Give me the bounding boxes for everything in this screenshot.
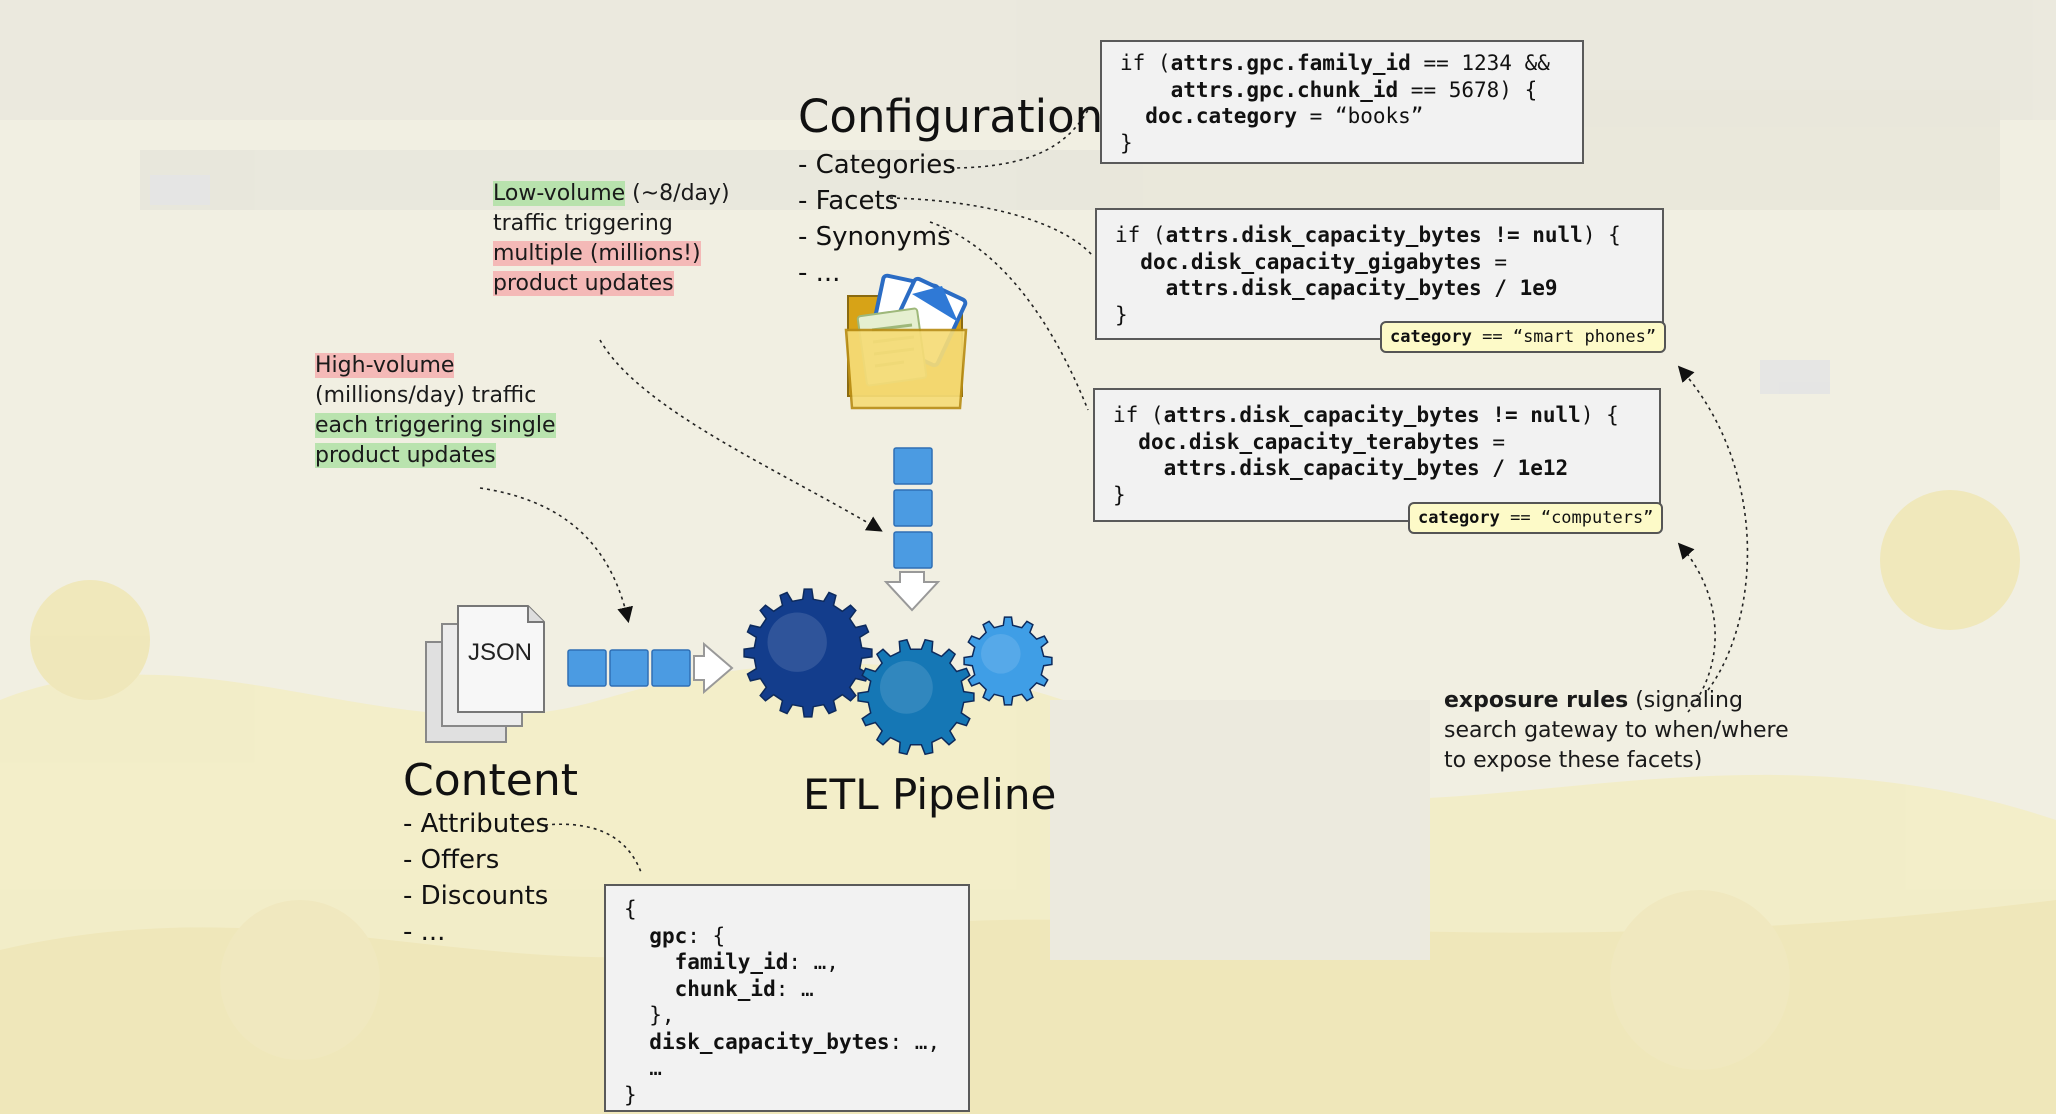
content-title: Content [403, 755, 578, 806]
flow-arrow-icon [883, 447, 941, 612]
low-volume-note: Low-volume (~8/day) traffic triggering m… [493, 179, 730, 299]
exposure-rules-line1: (signaling [1628, 688, 1743, 713]
exposure-rules-note: exposure rules (signaling search gateway… [1444, 686, 1789, 776]
high-volume-line3: each triggering single [315, 413, 556, 438]
exposure-tag-smart-phones: category == “smart phones” [1380, 321, 1667, 353]
json-document-icon: JSON [425, 605, 545, 743]
configuration-list: Categories Facets Synonyms ... [798, 147, 956, 291]
folder-icon [844, 273, 968, 410]
content-item-discounts: Discounts [403, 878, 549, 914]
configuration-item-more: ... [798, 255, 956, 291]
content-item-more: ... [403, 914, 549, 950]
low-volume-line4: product updates [493, 271, 674, 296]
high-volume-note: High-volume (millions/day) traffic each … [315, 351, 556, 471]
gear-icon-small-shine [981, 634, 1021, 674]
code-json-content: { gpc: { family_id: …, chunk_id: … }, di… [604, 884, 970, 1112]
pipeline-gears [743, 588, 1053, 756]
content-item-attributes: Attributes [403, 806, 549, 842]
flow-arrow-icon [567, 641, 734, 695]
gear-icon-medium-shine [880, 661, 933, 714]
code-terabytes-facet: if (attrs.disk_capacity_bytes != null) {… [1093, 388, 1661, 522]
high-volume-line2: (millions/day) traffic [315, 383, 537, 408]
low-volume-line2: traffic triggering [493, 211, 673, 236]
exposure-rules-line2: search gateway to when/where [1444, 718, 1789, 743]
high-volume-highlight: High-volume [315, 353, 455, 378]
exposure-tag-computers: category == “computers” [1408, 502, 1664, 534]
content-list: Attributes Offers Discounts ... [403, 806, 549, 950]
code-category-rule: if (attrs.gpc.family_id == 1234 && attrs… [1100, 40, 1584, 164]
json-icon-label: JSON [468, 639, 532, 666]
content-item-offers: Offers [403, 842, 549, 878]
configuration-item-categories: Categories [798, 147, 956, 183]
gear-icon-large-shine [767, 612, 827, 672]
gear-icon-large [743, 588, 873, 718]
gear-icon-medium [857, 638, 975, 756]
exposure-rules-line3: to expose these facets) [1444, 748, 1703, 773]
exposure-rules-label: exposure rules [1444, 688, 1629, 713]
low-volume-highlight: Low-volume [493, 181, 626, 206]
high-volume-line4: product updates [315, 443, 496, 468]
configuration-item-facets: Facets [798, 183, 956, 219]
gear-icon-small [963, 616, 1053, 706]
code-gigabytes-facet: if (attrs.disk_capacity_bytes != null) {… [1095, 208, 1664, 340]
low-volume-rate: (~8/day) [625, 181, 730, 206]
configuration-title: Configuration [798, 90, 1104, 143]
configuration-item-synonyms: Synonyms [798, 219, 956, 255]
pipeline-title: ETL Pipeline [803, 770, 1057, 819]
low-volume-line3: multiple (millions!) [493, 241, 701, 266]
